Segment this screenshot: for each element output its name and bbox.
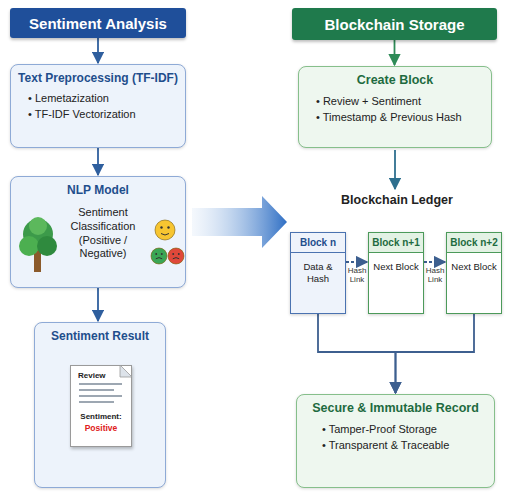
node-text: Sentiment Classification (Positive / Neg… (16, 206, 180, 261)
node-heading: Create Block (304, 73, 486, 89)
result-document: ReviewSentiment: Positive (70, 365, 132, 447)
node-heading: Blockchain Storage (324, 16, 464, 33)
node-text: • Lemetazization (16, 91, 180, 107)
node-heading: Review (78, 371, 106, 380)
ledger-arrow (394, 150, 396, 189)
node-text: • TF-IDF Vectorization (16, 107, 180, 123)
process-box: Create Block • Review + Sentiment• Timest… (298, 66, 492, 148)
node-heading: NLP Model (16, 183, 180, 198)
ledger-block: Block nData & Hash (290, 232, 346, 314)
column-header: Sentiment Analysis (10, 8, 186, 38)
model-box: NLP ModelSentiment Classification (Posit… (10, 176, 186, 288)
edge-label: Hash Link (424, 267, 446, 285)
node-text: Positive (71, 423, 131, 433)
result-box: ReviewSentiment: Positive Sentiment Result (34, 322, 166, 488)
node-heading: Block n (291, 233, 345, 253)
node-text: Next Block (447, 253, 501, 281)
node-heading: Block n+2 (447, 233, 501, 253)
transfer-arrow (192, 196, 287, 248)
node-text: • Transparent & Traceable (302, 438, 489, 454)
ledger-block: Block n+2Next Block (446, 232, 502, 314)
node-text: • Timestamp & Previous Hash (304, 110, 486, 126)
section-label: Blockchain Ledger (292, 193, 502, 207)
ledger-block: Block n+1Next Block (368, 232, 424, 314)
node-heading: Sentiment Result (40, 329, 160, 344)
node-text: Next Block (369, 253, 423, 281)
node-text: • Tamper-Proof Storage (302, 422, 489, 438)
node-text: • Review + Sentiment (304, 94, 486, 110)
hash-link (346, 261, 367, 263)
node-text: Data & Hash (291, 253, 345, 293)
node-heading: Text Preprocessing (TF-IDF) (16, 71, 180, 86)
edge-label: Hash Link (346, 267, 368, 285)
node-heading: Secure & Immutable Record (302, 401, 489, 417)
flow-arrow (396, 314, 475, 393)
node-heading: Sentiment Analysis (29, 15, 167, 32)
hash-link (424, 261, 445, 263)
flow-arrow (97, 38, 99, 63)
flow-arrow (97, 288, 99, 321)
process-box: Text Preprocessing (TF-IDF) • Lemetazizat… (10, 64, 186, 148)
flow-arrow (318, 314, 396, 393)
column-header: Blockchain Storage (292, 8, 497, 40)
flow-arrow (97, 148, 99, 175)
flow-arrow (394, 40, 396, 65)
record-box: Secure & Immutable Record • Tamper-Proof … (296, 394, 495, 488)
node-text: Sentiment: (71, 412, 131, 421)
node-heading: Block n+1 (369, 233, 423, 253)
